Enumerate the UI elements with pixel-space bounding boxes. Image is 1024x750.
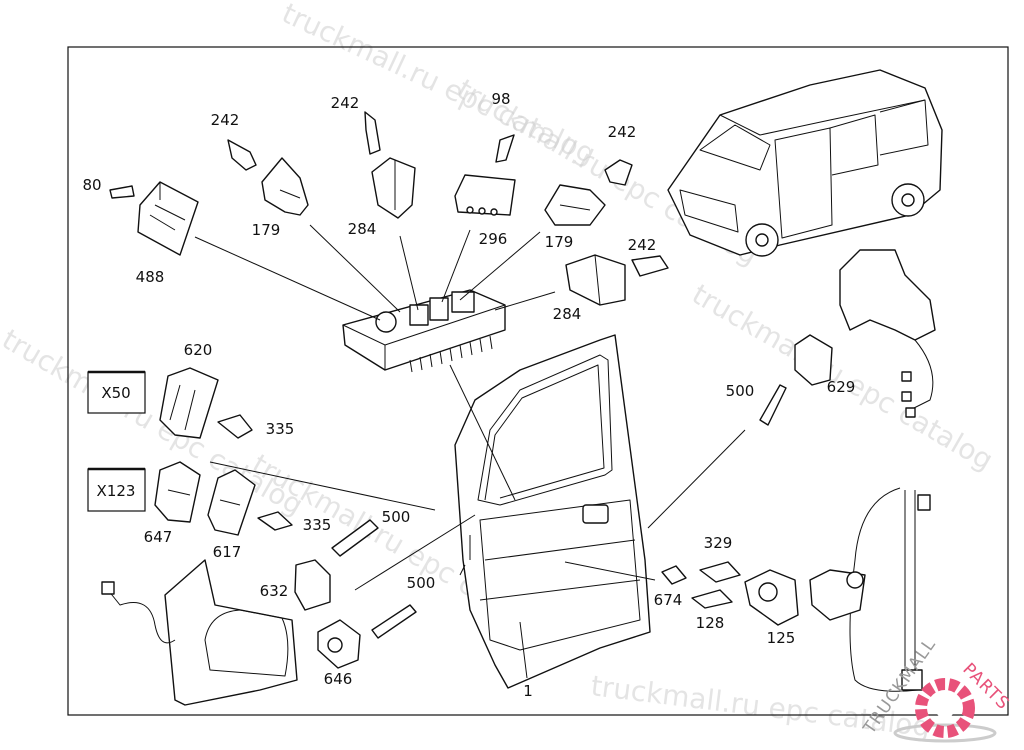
- connector-x123: X123: [87, 467, 146, 512]
- connector-x50: X50: [87, 370, 146, 414]
- part-125: [744, 569, 799, 626]
- callout-632: 632: [260, 582, 289, 600]
- part-284a: [371, 157, 416, 219]
- door-panel: [454, 334, 651, 689]
- leader-lines: [194, 224, 746, 679]
- callout-80: 80: [82, 176, 101, 194]
- part-629: [794, 334, 833, 386]
- callout-242: 242: [608, 123, 637, 141]
- callouts: 242 242 98 242 80 179 284 296 179 242 48…: [82, 90, 855, 700]
- part-242c: [604, 159, 633, 186]
- callout-179: 179: [252, 221, 281, 239]
- part-620: [159, 367, 219, 439]
- callout-1: 1: [523, 682, 533, 700]
- part-335b: [257, 511, 293, 531]
- callout-296: 296: [479, 230, 508, 248]
- callout-242: 242: [628, 236, 657, 254]
- part-647: [154, 461, 201, 523]
- callout-500: 500: [407, 574, 436, 592]
- part-500b: [759, 384, 787, 426]
- callout-179: 179: [545, 233, 574, 251]
- door-lock-mechanism: [839, 249, 936, 418]
- truckmall-parts-logo: TRUCKMALL PARTS: [859, 635, 1013, 743]
- part-98: [495, 134, 515, 163]
- callout-500: 500: [382, 508, 411, 526]
- part-329: [699, 561, 741, 583]
- callout-646: 646: [324, 670, 353, 688]
- part-242a: [227, 139, 257, 171]
- callout-647: 647: [144, 528, 173, 546]
- watermark: truckmall.ru epc catalog: [0, 322, 309, 521]
- part-617: [207, 469, 256, 536]
- switch-unit: [342, 289, 506, 373]
- part-296: [454, 174, 516, 216]
- diagram-frame: [67, 46, 1009, 716]
- part-179b: [544, 184, 606, 226]
- part-500a: [331, 519, 379, 557]
- callout-500: 500: [726, 382, 755, 400]
- part-674: [661, 565, 687, 585]
- part-335a: [217, 414, 253, 439]
- callout-674: 674: [654, 591, 683, 609]
- callout-242: 242: [331, 94, 360, 112]
- callout-629: 629: [827, 378, 856, 396]
- callout-335: 335: [266, 420, 295, 438]
- callout-335: 335: [303, 516, 332, 534]
- mirror: [101, 559, 298, 706]
- callout-284: 284: [348, 220, 377, 238]
- callout-329: 329: [704, 534, 733, 552]
- part-128: [691, 589, 733, 609]
- van-illustration: [667, 69, 943, 257]
- part-646: [317, 619, 361, 669]
- part-242d: [631, 255, 669, 277]
- connector-label: X50: [101, 384, 130, 402]
- part-500c: [371, 604, 417, 639]
- part-80: [109, 185, 135, 199]
- callout-620: 620: [184, 341, 213, 359]
- callout-125: 125: [767, 629, 796, 647]
- part-632: [294, 559, 331, 611]
- callout-242: 242: [211, 111, 240, 129]
- connector-label: X123: [97, 482, 136, 500]
- callout-284: 284: [553, 305, 582, 323]
- part-179a: [261, 157, 309, 216]
- window-regulator: [809, 487, 931, 692]
- callout-617: 617: [213, 543, 242, 561]
- part-488: [137, 181, 199, 256]
- part-242b: [364, 111, 381, 155]
- callout-488: 488: [136, 268, 165, 286]
- callout-98: 98: [491, 90, 510, 108]
- callout-128: 128: [696, 614, 725, 632]
- part-284b: [565, 254, 626, 306]
